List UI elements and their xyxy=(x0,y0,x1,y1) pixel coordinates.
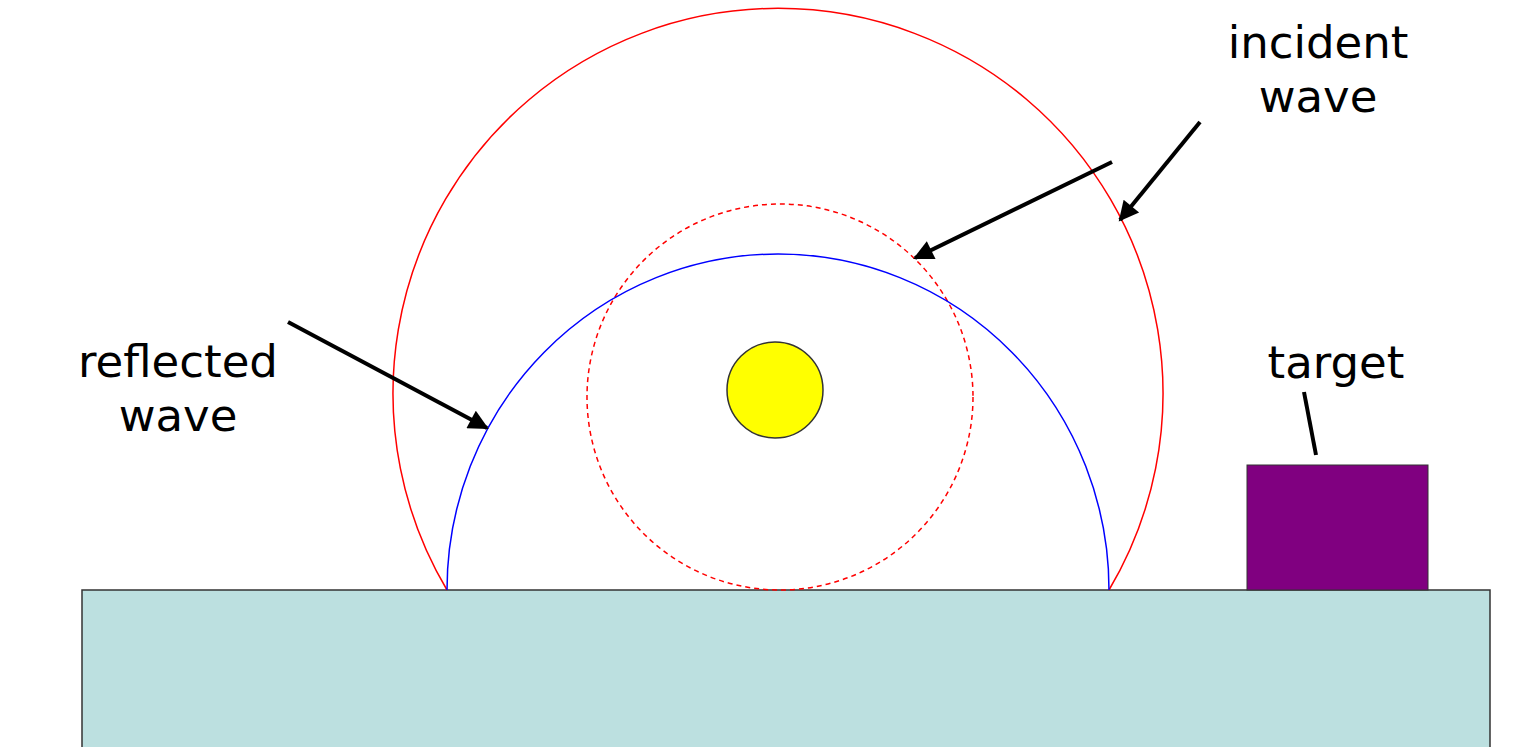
callout-label: target xyxy=(1268,336,1405,390)
incident-wavefront xyxy=(393,8,1163,590)
leader-arrow xyxy=(915,162,1112,258)
callout-label: reflected wave xyxy=(78,335,278,443)
target-block xyxy=(1247,465,1428,590)
ground-surface xyxy=(82,590,1490,747)
leader-line xyxy=(1304,392,1316,455)
leader-arrow xyxy=(288,322,487,428)
callout-label: incident wave xyxy=(1228,16,1409,124)
wave-source xyxy=(727,342,823,438)
reflected-wavefront xyxy=(447,254,1109,590)
leader-arrow xyxy=(1120,122,1200,220)
incident-wavefront-earlier xyxy=(587,204,973,590)
